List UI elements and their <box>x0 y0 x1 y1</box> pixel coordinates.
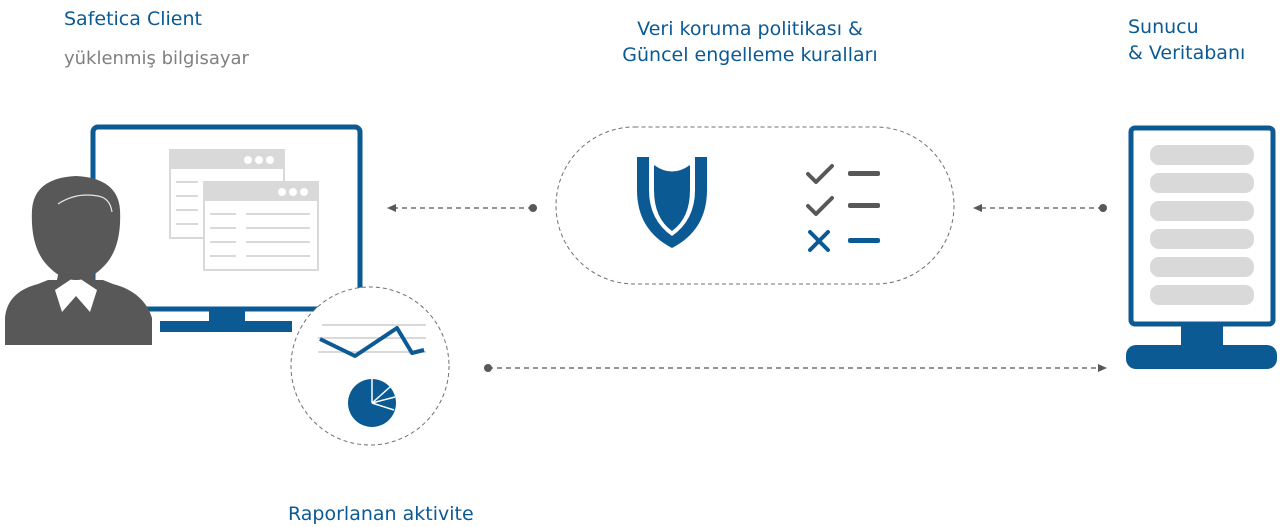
arrow-policy-to-client <box>387 204 537 212</box>
check-icon <box>806 164 834 184</box>
check-icon <box>806 196 834 216</box>
policy-title: Veri koruma politikası & Güncel engellem… <box>600 16 900 68</box>
policy-title-line-1: Veri koruma politikası & <box>637 18 863 40</box>
client-title: Safetica Client <box>64 8 202 30</box>
report-title: Raporlanan aktivite <box>288 503 474 525</box>
pie-chart-icon <box>348 379 396 427</box>
cross-icon <box>808 230 830 252</box>
arrow-server-to-policy <box>973 204 1107 212</box>
policy-badge <box>555 126 955 285</box>
window-icon <box>203 181 319 271</box>
policy-title-line-2: Güncel engelleme kuralları <box>622 44 878 66</box>
line-chart-icon <box>318 324 426 358</box>
user-icon <box>5 176 152 345</box>
server-title-line-1: Sunucu <box>1128 16 1199 38</box>
report-activity-badge <box>290 286 450 446</box>
server-title-line-2: & Veritabanı <box>1128 42 1246 64</box>
rule-line-3 <box>848 238 880 243</box>
client-subtitle: yüklenmiş bilgisayar <box>64 48 249 69</box>
shield-icon <box>637 157 707 248</box>
server-title: Sunucu & Veritabanı <box>1128 14 1245 66</box>
rule-line-2 <box>848 203 880 208</box>
arrow-client-to-server <box>484 364 1107 372</box>
rule-line-1 <box>848 171 880 176</box>
server-icon <box>1126 125 1277 369</box>
